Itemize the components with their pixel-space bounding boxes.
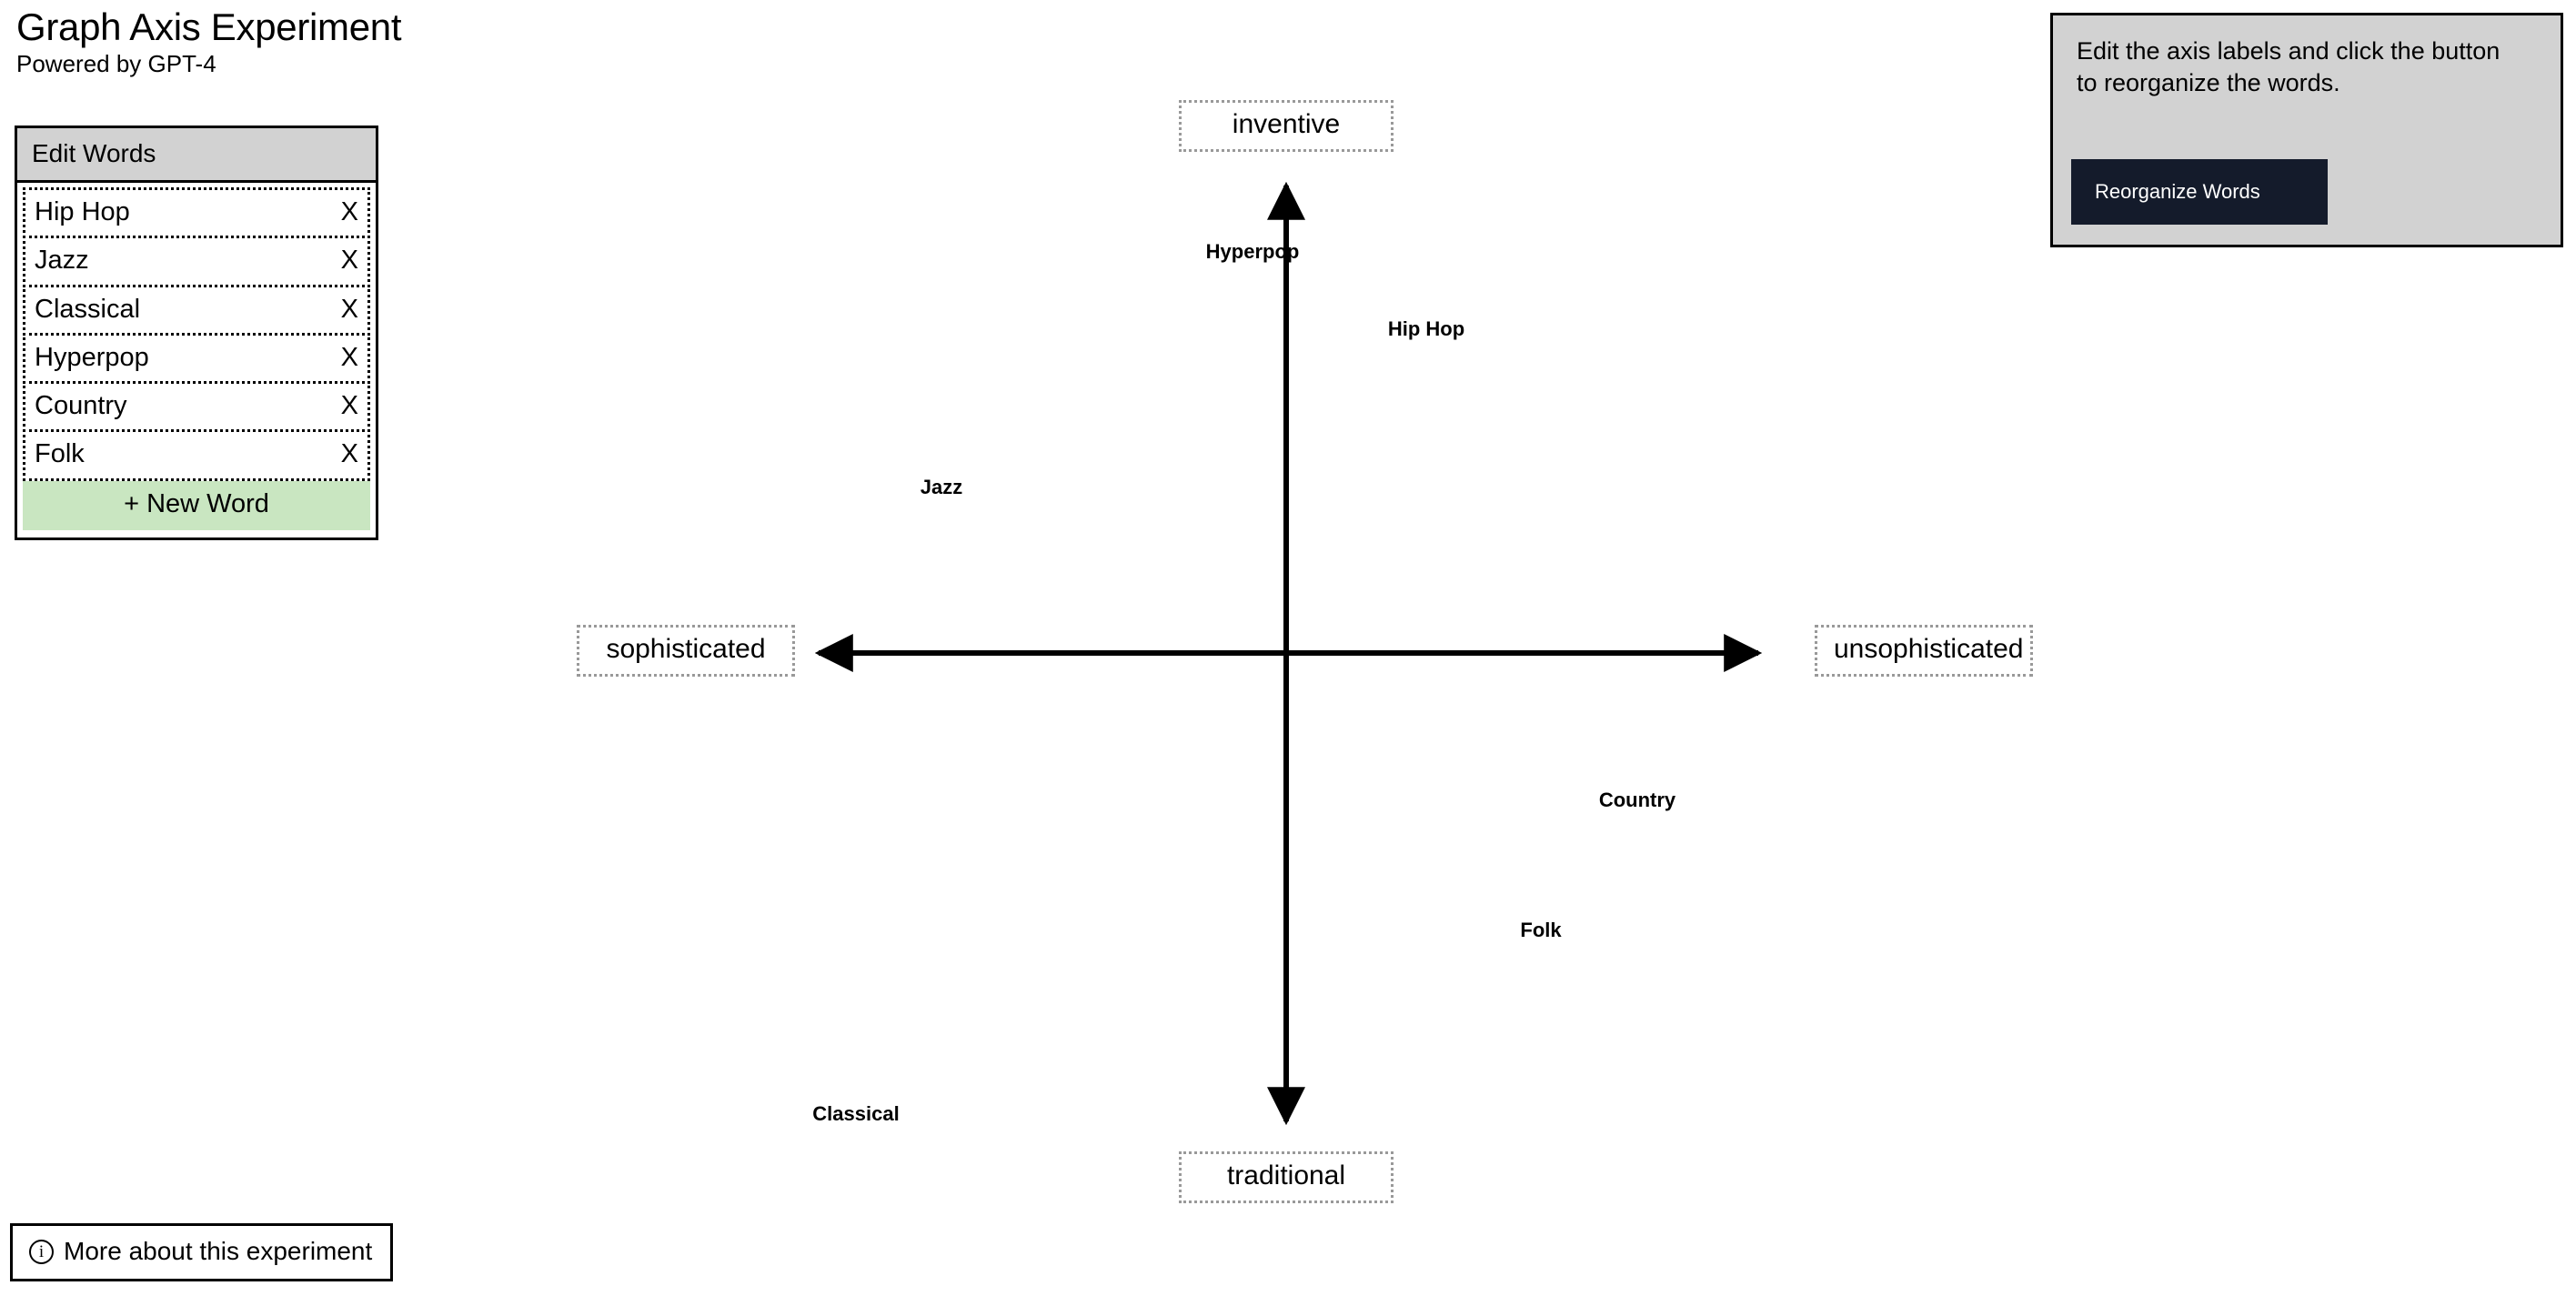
info-circle-icon: i: [29, 1239, 54, 1264]
word-text-input[interactable]: Jazz: [35, 246, 89, 276]
more-about-experiment-button[interactable]: i More about this experiment: [10, 1223, 394, 1281]
axis-label-left[interactable]: sophisticated: [577, 625, 795, 677]
delete-word-button[interactable]: X: [340, 246, 358, 276]
word-row: Folk X: [23, 429, 370, 481]
instructions-panel: Edit the axis labels and click the butto…: [2050, 13, 2563, 247]
plotted-word[interactable]: Hip Hop: [1387, 317, 1465, 340]
plotted-word[interactable]: Folk: [1520, 919, 1562, 941]
page-title: Graph Axis Experiment: [16, 5, 402, 48]
delete-word-button[interactable]: X: [340, 342, 358, 372]
word-text-input[interactable]: Hyperpop: [35, 342, 149, 372]
word-text-input[interactable]: Hip Hop: [35, 197, 130, 226]
delete-word-button[interactable]: X: [340, 439, 358, 469]
more-about-experiment-label: More about this experiment: [64, 1237, 373, 1265]
axis-label-top[interactable]: inventive: [1179, 100, 1394, 152]
word-text-input[interactable]: Folk: [35, 439, 85, 469]
instructions-text: Edit the axis labels and click the butto…: [2077, 37, 2501, 96]
axis-label-right[interactable]: unsophisticated: [1815, 625, 2033, 677]
plotted-word[interactable]: Country: [1598, 789, 1676, 811]
plotted-word[interactable]: Classical: [812, 1102, 900, 1125]
reorganize-words-button[interactable]: Reorganize Words: [2071, 159, 2328, 225]
word-row: Jazz X: [23, 236, 370, 287]
header: Graph Axis Experiment Powered by GPT-4: [16, 5, 402, 78]
word-row: Classical X: [23, 284, 370, 336]
word-text-input[interactable]: Classical: [35, 294, 141, 324]
page-subtitle: Powered by GPT-4: [16, 50, 216, 78]
word-row: Country X: [23, 381, 370, 433]
edit-words-header: Edit Words: [17, 128, 376, 183]
delete-word-button[interactable]: X: [340, 197, 358, 226]
word-row: Hip Hop X: [23, 187, 370, 239]
word-text-input[interactable]: Country: [35, 391, 127, 420]
plotted-word[interactable]: Hyperpop: [1205, 240, 1300, 263]
plotted-word[interactable]: Jazz: [920, 476, 963, 498]
axis-label-bottom[interactable]: traditional: [1179, 1151, 1394, 1203]
delete-word-button[interactable]: X: [340, 391, 358, 420]
word-row: Hyperpop X: [23, 332, 370, 384]
delete-word-button[interactable]: X: [340, 294, 358, 324]
add-new-word-button[interactable]: + New Word: [23, 480, 370, 530]
